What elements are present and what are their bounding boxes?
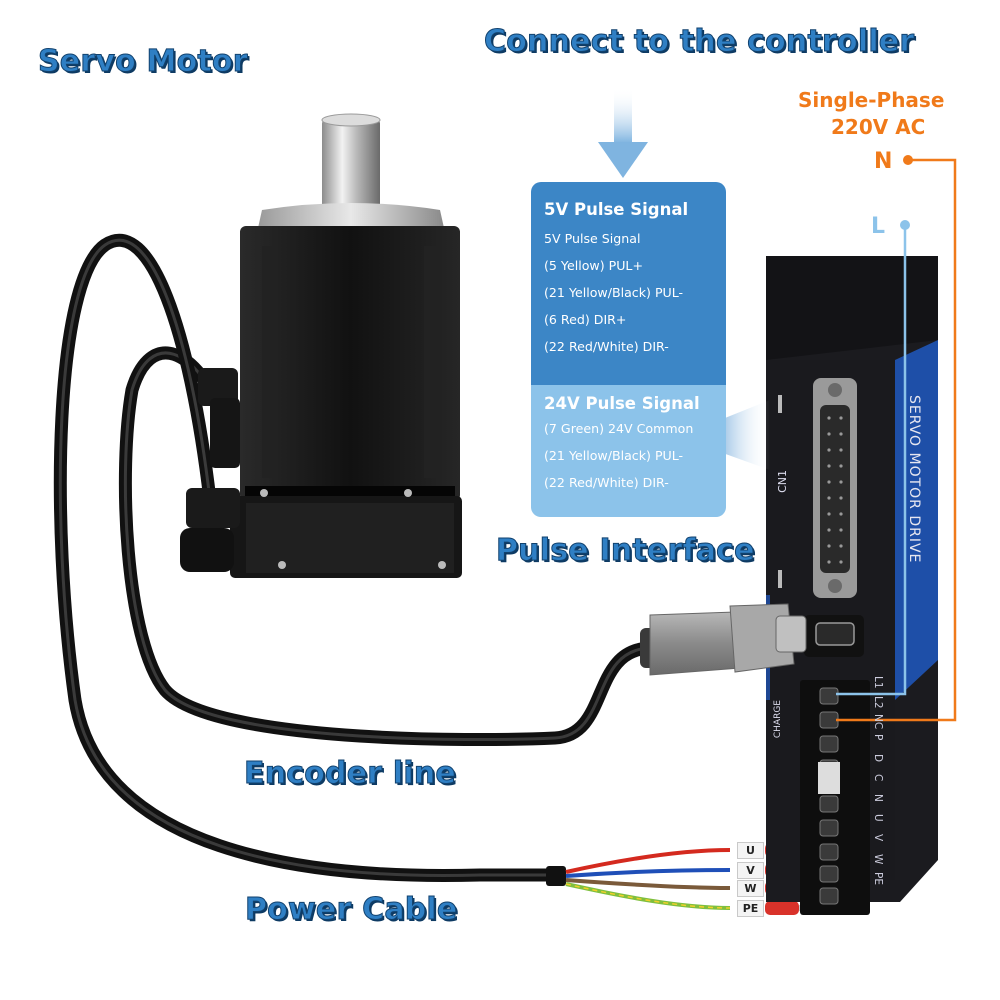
pulse-24v-line: (7 Green) 24V Common bbox=[544, 421, 694, 436]
servo-drive bbox=[766, 256, 938, 915]
terminal-label: U bbox=[872, 814, 884, 822]
pulse-5v-line: (6 Red) DIR+ bbox=[544, 312, 627, 327]
pulse-24v-panel: 24V Pulse Signal (7 Green) 24V Common (2… bbox=[531, 385, 726, 517]
motor-flange bbox=[258, 203, 444, 228]
cn1-highlight-arrow bbox=[720, 400, 770, 470]
terminal-label: D bbox=[872, 754, 884, 763]
l-supply-line bbox=[836, 226, 907, 696]
connect-controller-label: Connect to the controller bbox=[483, 24, 915, 60]
n-supply-line bbox=[836, 158, 957, 722]
encoder-cable-highlight bbox=[123, 351, 652, 742]
supply-phase-label: Single-Phase bbox=[798, 88, 945, 112]
power-cable-highlight bbox=[58, 238, 558, 877]
charge-label: CHARGE bbox=[773, 700, 783, 739]
l-label: L bbox=[871, 214, 886, 239]
wire-v bbox=[565, 868, 731, 878]
terminal-label: L2 bbox=[872, 696, 884, 709]
terminal-label: C bbox=[872, 774, 884, 782]
terminal-label: P bbox=[872, 734, 884, 741]
wire-tag-pe: PE bbox=[737, 900, 764, 917]
pulse-5v-panel: 5V Pulse Signal 5V Pulse Signal (5 Yello… bbox=[531, 182, 726, 385]
encoder-plug bbox=[640, 603, 807, 676]
pulse-5v-line: (21 Yellow/Black) PUL- bbox=[544, 285, 684, 300]
servo-motor-label: Servo Motor bbox=[38, 44, 249, 80]
l-terminal-dot bbox=[900, 220, 910, 230]
encoder-line-label: Encoder line bbox=[244, 756, 457, 792]
wire-tag-v: V bbox=[737, 862, 764, 879]
n-label: N bbox=[874, 149, 893, 174]
terminal-label: V bbox=[872, 834, 884, 842]
power-cable-label: Power Cable bbox=[244, 892, 458, 928]
drive-title: SERVO MOTOR DRIVE bbox=[906, 395, 922, 563]
terminal-label: NC bbox=[872, 714, 884, 730]
terminal-label: L1 bbox=[872, 676, 884, 689]
wire-tag-w: W bbox=[737, 880, 764, 897]
terminal-screws bbox=[819, 687, 839, 905]
wire-w bbox=[565, 878, 731, 890]
pulse-5v-line: (22 Red/White) DIR- bbox=[544, 339, 669, 354]
motor-shaft bbox=[322, 118, 380, 216]
servo-motor bbox=[180, 113, 462, 578]
pulse-interface-label: Pulse Interface bbox=[496, 533, 756, 569]
pulse-24v-line: (21 Yellow/Black) PUL- bbox=[544, 448, 684, 463]
wire-u bbox=[565, 848, 731, 874]
cn1-pins bbox=[827, 416, 843, 564]
pulse-5v-line: (5 Yellow) PUL+ bbox=[544, 258, 643, 273]
motor-body bbox=[240, 226, 460, 501]
cn1-label: CN1 bbox=[776, 470, 789, 493]
wire-pe-stripe bbox=[565, 883, 731, 909]
cable-sleeve bbox=[546, 866, 566, 886]
supply-voltage-label: 220V AC bbox=[831, 115, 926, 139]
pulse-24v-line: (22 Red/White) DIR- bbox=[544, 475, 669, 490]
down-arrow-icon bbox=[598, 88, 648, 178]
terminal-label: N bbox=[872, 794, 884, 802]
terminal-label: PE bbox=[872, 872, 884, 885]
n-terminal-dot bbox=[903, 155, 913, 165]
pulse-5v-heading: 5V Pulse Signal bbox=[544, 200, 689, 219]
pulse-24v-heading: 24V Pulse Signal bbox=[544, 394, 700, 413]
terminal-label: W bbox=[872, 854, 884, 865]
wire-tag-u: U bbox=[737, 842, 764, 859]
pulse-5v-line: 5V Pulse Signal bbox=[544, 231, 641, 246]
